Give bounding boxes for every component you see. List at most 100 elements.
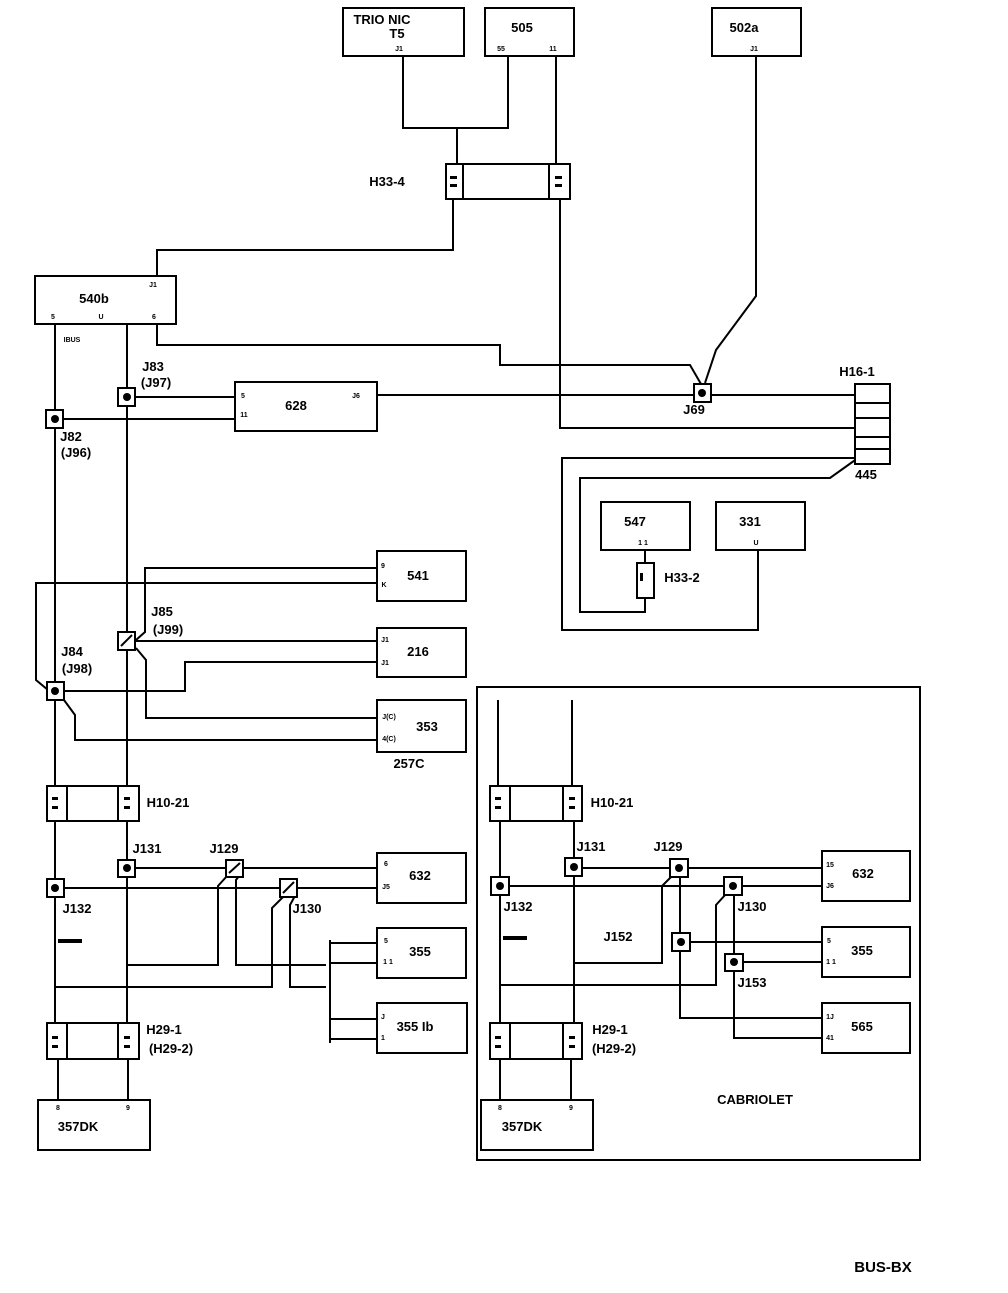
junction-j129-right: J129 — [654, 839, 689, 878]
module-628: 628 5 11 J6 — [234, 381, 378, 432]
module-632-right-pin-a: 15 — [826, 862, 834, 869]
junction-j153: J153 — [724, 953, 767, 990]
junction-j84-label: J84 — [61, 644, 83, 659]
module-216-label: 216 — [407, 644, 429, 659]
footer-code: BUS-BX — [854, 1259, 912, 1276]
connector-h10-21-right-label: H10-21 — [591, 795, 634, 810]
junction-j83-label: J83 — [142, 359, 164, 374]
module-355-right-pin-a: 5 — [827, 938, 831, 945]
connector-h10-21-right: H10-21 — [489, 785, 634, 822]
module-505-pin-b: 11 — [549, 46, 557, 53]
module-632-right: 632 15 J6 — [821, 850, 911, 902]
module-357dk-left-label: 357DK — [58, 1119, 99, 1134]
module-565-right: 565 1J 41 — [821, 1002, 911, 1054]
module-216: 216 J1 J1 — [376, 627, 467, 678]
junction-j152: J152 — [604, 929, 691, 952]
junction-j131-right-label: J131 — [577, 839, 606, 854]
module-355-right: 355 5 1 1 — [821, 926, 911, 978]
module-355ib-left: 355 Ib J 1 — [376, 1002, 468, 1054]
connector-h16-1-label: H16-1 — [839, 364, 874, 379]
module-357dk-left: 357DK 8 9 — [37, 1099, 151, 1151]
connector-h29-2-left-label: (H29-2) — [149, 1041, 193, 1056]
cabriolet-frame — [476, 686, 921, 1161]
module-355-right-label: 355 — [851, 943, 873, 958]
module-502a-pin: J1 — [750, 46, 758, 53]
module-trionic: TRIO NIC T5 J1 — [342, 7, 465, 57]
module-540b: 540b 5 U 6 J1 IBUS — [34, 275, 177, 344]
module-547-label: 547 — [624, 514, 646, 529]
module-565-right-label: 565 — [851, 1019, 873, 1034]
module-353-label: 353 — [416, 719, 438, 734]
module-565-right-pin-a: 1J — [826, 1014, 834, 1021]
module-355ib-left-pin-b: 1 — [381, 1035, 385, 1042]
module-355-left: 355 5 1 1 — [376, 927, 467, 979]
junction-j131-right: J131 — [564, 839, 606, 877]
junction-j82: J82 (J96) — [45, 409, 91, 460]
module-628-pin-a: 5 — [241, 393, 245, 400]
module-355-left-label: 355 — [409, 944, 431, 959]
module-632-left-label: 632 — [409, 868, 431, 883]
junction-j69: J69 — [683, 383, 712, 417]
cabriolet-label: CABRIOLET — [717, 1092, 793, 1107]
junction-j130-left: J130 — [279, 878, 322, 916]
ground-marker-right — [503, 936, 527, 940]
junction-j97-label: (J97) — [141, 375, 171, 390]
module-355ib-left-label: 355 Ib — [397, 1019, 434, 1034]
connector-h29-1-right: H29-1 (H29-2) — [489, 1022, 636, 1060]
module-357dk-left-pin-b: 9 — [126, 1105, 130, 1112]
module-541-pin-b: K — [381, 582, 386, 589]
module-trionic-pin: J1 — [395, 46, 403, 53]
module-357dk-left-pin-a: 8 — [56, 1105, 60, 1112]
module-355-right-pin-b: 1 1 — [826, 959, 836, 966]
module-502a: 502a J1 — [711, 7, 802, 57]
module-632-left-pin-a: 6 — [384, 861, 388, 868]
junction-j131-left-label: J131 — [133, 841, 162, 856]
module-632-right-label: 632 — [852, 866, 874, 881]
junction-j129-right-label: J129 — [654, 839, 683, 854]
module-353: 353 J(C) 4(C) 257C — [376, 699, 467, 771]
connector-h29-1-left: H29-1 (H29-2) — [46, 1022, 193, 1060]
junction-j132-left-label: J132 — [63, 901, 92, 916]
junction-j82-label: J82 — [60, 429, 82, 444]
junction-j85: J85 (J99) — [117, 604, 183, 651]
module-541-label: 541 — [407, 568, 429, 583]
junction-j153-label: J153 — [738, 975, 767, 990]
module-540b-pin-c: 6 — [152, 314, 156, 321]
module-505-pin-a: 55 — [497, 46, 505, 53]
module-565-right-pin-b: 41 — [826, 1035, 834, 1042]
module-628-pin-c: J6 — [352, 393, 360, 400]
junction-j130-right: J130 — [723, 876, 766, 914]
connector-h29-2-right-label: (H29-2) — [592, 1041, 636, 1056]
module-540b-sublabel: IBUS — [64, 337, 81, 344]
connectors: H33-4 H16-1 445 H33-2 H10-21 — [46, 163, 891, 1060]
module-355ib-left-pin-a: J — [381, 1014, 385, 1021]
junction-j131-left: J131 — [117, 841, 162, 878]
module-540b-pin-a: 5 — [51, 314, 55, 321]
module-632-left-pin-b: J5 — [382, 884, 390, 891]
connector-h10-21-left-label: H10-21 — [147, 795, 190, 810]
connector-h10-21-left: H10-21 — [46, 785, 190, 822]
junction-j98-label: (J98) — [62, 661, 92, 676]
module-trionic-line1: TRIO NIC — [353, 12, 411, 27]
module-331: 331 U — [715, 501, 806, 551]
junction-j130-left-label: J130 — [293, 901, 322, 916]
connector-h16-1-sublabel: 445 — [855, 467, 877, 482]
junction-j99-label: (J99) — [153, 622, 183, 637]
connector-h29-1-right-label: H29-1 — [592, 1022, 627, 1037]
module-541-pin-a: 9 — [381, 563, 385, 570]
junction-j83: J83 (J97) — [117, 359, 171, 407]
module-628-pin-b: 11 — [240, 412, 248, 419]
module-357dk-right-pin-b: 9 — [569, 1105, 573, 1112]
junction-j129-left-label: J129 — [210, 841, 239, 856]
connector-h33-2: H33-2 — [636, 562, 700, 599]
wires — [35, 28, 859, 1100]
module-502a-label: 502a — [730, 20, 760, 35]
module-628-label: 628 — [285, 398, 307, 413]
module-632-right-pin-b: J6 — [826, 883, 834, 890]
module-357dk-right-label: 357DK — [502, 1119, 543, 1134]
junction-j152-label: J152 — [604, 929, 633, 944]
modules: TRIO NIC T5 J1 505 55 11 502a J1 540b 5 … — [34, 7, 911, 1151]
module-541: 541 9 K — [376, 550, 467, 602]
module-547-pin: 1 1 — [638, 540, 648, 547]
